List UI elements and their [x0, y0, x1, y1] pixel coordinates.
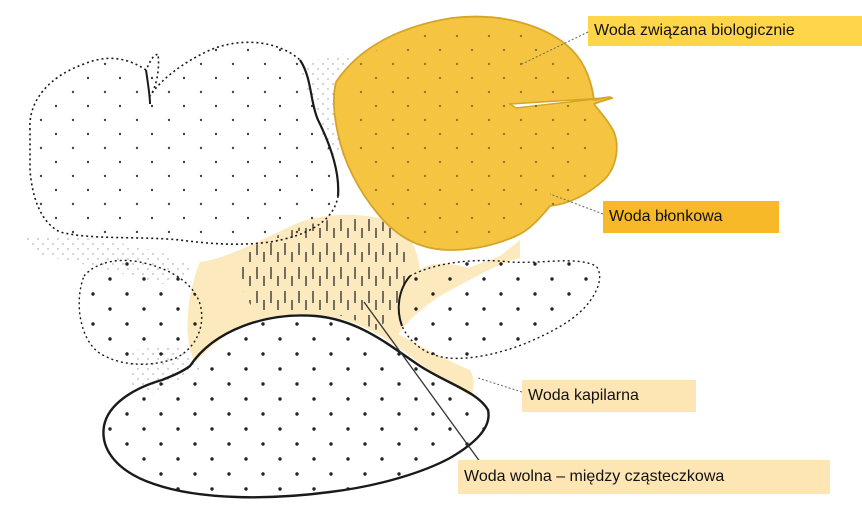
label-biologically-bound-water: Woda związana biologicznie — [588, 16, 862, 46]
label-capillary-text: Woda kapilarna — [528, 388, 639, 404]
label-film-text: Woda błonkowa — [609, 209, 723, 225]
label-biological-text: Woda związana biologicznie — [594, 23, 795, 39]
leader-capillary — [478, 378, 522, 392]
label-capillary-water: Woda kapilarna — [522, 380, 696, 412]
label-free-water: Woda wolna – między cząsteczkowa — [458, 460, 830, 494]
label-free-text: Woda wolna – między cząsteczkowa — [464, 469, 724, 485]
label-film-water: Woda błonkowa — [603, 201, 779, 233]
soil-particle-upper-left — [30, 42, 338, 244]
soil-particle-right — [399, 261, 600, 359]
biological-water-dots — [350, 24, 592, 240]
